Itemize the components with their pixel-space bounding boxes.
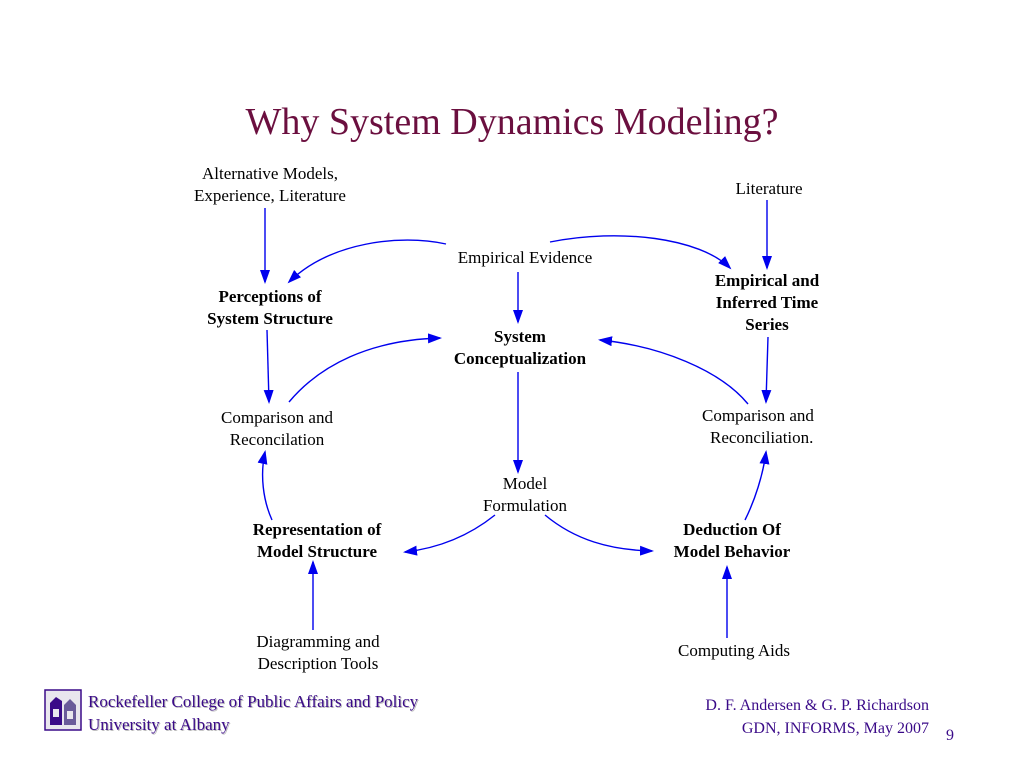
college-seal-icon <box>44 689 82 731</box>
arrow-comparison-right-to-conceptualization <box>598 336 749 405</box>
node-model-formulation: Model Formulation <box>482 474 568 515</box>
footer-institution: Rockefeller College of Public Affairs an… <box>88 690 418 736</box>
footer-institution-line2: University at Albany <box>88 715 230 734</box>
footer-venue-line: GDN, INFORMS, May 2007 <box>741 720 929 737</box>
node-literature: Literature <box>735 179 803 198</box>
node-alternative-models: Alternative Models, Experience, Literatu… <box>194 164 346 205</box>
arrow-comparison-left-to-conceptualization <box>288 333 442 403</box>
arrow-time-series-to-comparison-right <box>761 336 772 404</box>
node-computing-aids: Computing Aids <box>678 641 790 660</box>
arrow-perceptions-to-comparison-left <box>263 329 274 404</box>
arrow-formulation-to-deduction <box>544 514 654 556</box>
node-empirical-time-series: Empirical and Inferred Time Series <box>714 271 820 334</box>
footer-authors: D. F. Andersen & G. P. Richardson GDN, I… <box>705 694 929 740</box>
node-comparison-right: Comparison and Reconciliation. <box>702 406 814 447</box>
slide-title: Why System Dynamics Modeling? <box>245 101 779 143</box>
arrow-representation-to-comparison-left <box>257 450 273 521</box>
node-deduction-of-model-behavior: Deduction Of Model Behavior <box>673 520 791 561</box>
node-perceptions-of-system-structure: Perceptions of System Structure <box>207 287 333 328</box>
footer-institution-line1: Rockefeller College of Public Affairs an… <box>88 692 419 711</box>
node-empirical-evidence: Empirical Evidence <box>457 248 593 267</box>
node-diagramming-tools: Diagramming and Description Tools <box>256 632 380 673</box>
arrow-evidence-to-perceptions <box>287 239 447 284</box>
arrow-formulation-to-representation <box>403 514 496 556</box>
page-number: 9 <box>946 727 954 744</box>
node-system-conceptualization: System Conceptualization <box>453 327 587 368</box>
arrow-deduction-to-comparison-right <box>744 450 770 521</box>
node-representation-of-model-structure: Representation of Model Structure <box>252 520 382 561</box>
arrow-evidence-to-time-series <box>549 235 732 270</box>
footer-authors-line: D. F. Andersen & G. P. Richardson <box>705 697 929 714</box>
node-comparison-left: Comparison and Reconcilation <box>221 408 333 449</box>
